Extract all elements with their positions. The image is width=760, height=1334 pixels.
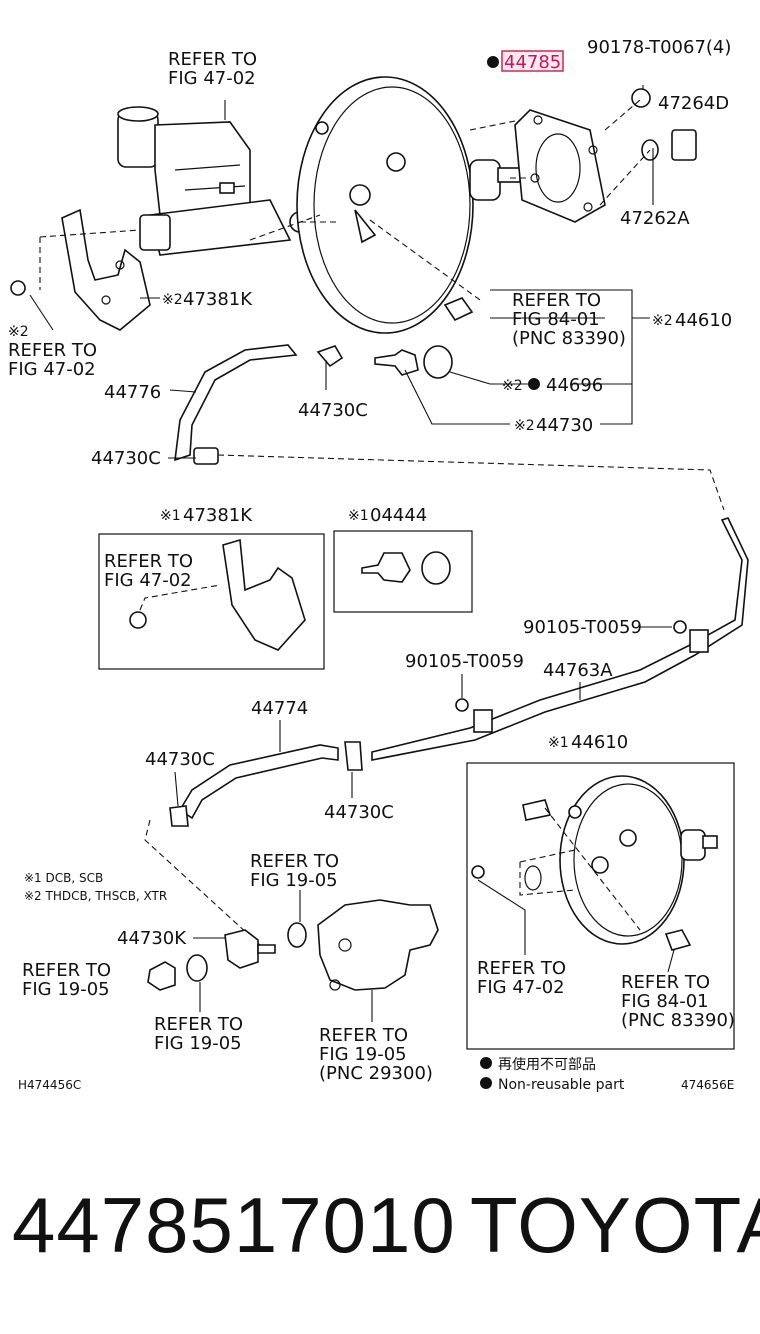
legend-note-2: ※2 THDCB, THSCB, XTR	[24, 889, 167, 903]
legend-dot	[480, 1077, 492, 1089]
product-caption: 4478517010 TOYOTA	[0, 1180, 760, 1290]
label-04444[interactable]: 04444	[370, 505, 427, 526]
label-44730c[interactable]: 44730C	[91, 448, 161, 469]
label-refer-19-05-b: REFER TO	[22, 960, 111, 981]
clips-drawing	[631, 88, 697, 161]
label-alt-refer-47-02: FIG 47-02	[477, 977, 565, 998]
gasket-44785-drawing	[514, 109, 606, 223]
label-refer-19-05-a: FIG 19-05	[250, 870, 338, 891]
hose-44774-drawing	[169, 741, 363, 827]
brake-booster-drawing	[296, 76, 521, 334]
box-47381k	[98, 533, 325, 670]
vacuum-pump-drawing	[147, 890, 439, 1022]
label-box-refer-47-02: REFER TO	[104, 551, 193, 572]
target-part-highlight	[501, 50, 564, 72]
label-44774[interactable]: 44774	[251, 698, 308, 719]
mark-1: ※1	[548, 735, 569, 751]
label-refer-84-01: FIG 84-01	[512, 309, 600, 330]
label-44776[interactable]: 44776	[104, 382, 161, 403]
brand-caption: TOYOTA	[470, 1181, 760, 1269]
label-refer-47-02-top: FIG 47-02	[168, 68, 256, 89]
label-90105-t0059[interactable]: 90105-T0059	[405, 651, 524, 672]
label-box-47381k[interactable]: 47381K	[183, 505, 253, 526]
leader-lines	[29, 85, 654, 459]
label-47262a[interactable]: 47262A	[620, 208, 690, 229]
label-alt-refer-47-02: REFER TO	[477, 958, 566, 979]
label-box-refer-47-02: FIG 47-02	[104, 570, 192, 591]
label-refer-19-05-d: FIG 19-05	[319, 1044, 407, 1065]
label-refer-19-05-d: (PNC 29300)	[319, 1063, 433, 1084]
label-refer-84-01: (PNC 83390)	[512, 328, 626, 349]
label-alt-44610[interactable]: 44610	[571, 732, 628, 753]
mark-1: ※1	[348, 508, 369, 524]
label-44610[interactable]: 44610	[675, 310, 732, 331]
label-alt-refer-84-01: REFER TO	[621, 972, 710, 993]
illustration-code-left: H474456C	[18, 1078, 81, 1092]
label-44730k[interactable]: 44730K	[117, 928, 187, 949]
label-alt-refer-84-01: FIG 84-01	[621, 991, 709, 1012]
legend-non-reusable-en: Non-reusable part	[498, 1077, 625, 1093]
bracket-47381k-drawing	[10, 208, 151, 331]
label-44696[interactable]: 44696	[546, 375, 603, 396]
parts-diagram: 44785 90178-T0067(4) 47264D 47262A REFER…	[8, 37, 749, 1093]
label-47381k[interactable]: 47381K	[183, 289, 253, 310]
mark-2: ※2	[8, 324, 29, 340]
legend-dot	[480, 1057, 492, 1069]
vacuum-pipe-44763a	[371, 517, 749, 761]
non-reusable-dot	[528, 378, 540, 390]
label-target-part[interactable]: 44785	[504, 52, 561, 73]
label-refer-19-05-c: FIG 19-05	[154, 1033, 242, 1054]
label-refer-19-05-a: REFER TO	[250, 851, 339, 872]
mark-2: ※2	[502, 378, 523, 394]
label-44730c[interactable]: 44730C	[298, 400, 368, 421]
label-44730c[interactable]: 44730C	[324, 802, 394, 823]
mark-2: ※2	[162, 292, 183, 308]
label-alt-refer-84-01: (PNC 83390)	[621, 1010, 735, 1031]
label-90105-t0059[interactable]: 90105-T0059	[523, 617, 642, 638]
mark-1: ※1	[160, 508, 181, 524]
label-refer-47-02-left: REFER TO	[8, 340, 97, 361]
assembly-lines	[39, 99, 725, 946]
label-44763a[interactable]: 44763A	[543, 660, 613, 681]
label-refer-19-05-b: FIG 19-05	[22, 979, 110, 1000]
illustration-code-right: 474656E	[681, 1078, 734, 1092]
label-refer-19-05-d: REFER TO	[319, 1025, 408, 1046]
legend-note-1: ※1 DCB, SCB	[24, 871, 103, 885]
alt-booster-box	[466, 762, 735, 1050]
box-04444	[333, 530, 473, 613]
legend-non-reusable-cn: 再使用不可部品	[498, 1056, 596, 1073]
label-90178-t0067[interactable]: 90178-T0067(4)	[587, 37, 731, 58]
part-number-caption: 4478517010	[12, 1181, 456, 1269]
label-47264d[interactable]: 47264D	[658, 93, 729, 114]
label-refer-84-01: REFER TO	[512, 290, 601, 311]
label-refer-47-02-left: FIG 47-02	[8, 359, 96, 380]
label-44730[interactable]: 44730	[536, 415, 593, 436]
master-cylinder-drawing	[117, 106, 311, 256]
mark-2: ※2	[652, 313, 673, 329]
check-valve-parts-drawing	[174, 297, 474, 465]
mark-2: ※2	[514, 418, 535, 434]
label-44730c[interactable]: 44730C	[145, 749, 215, 770]
label-refer-19-05-c: REFER TO	[154, 1014, 243, 1035]
label-refer-47-02-top: REFER TO	[168, 49, 257, 70]
non-reusable-dot	[487, 56, 499, 68]
